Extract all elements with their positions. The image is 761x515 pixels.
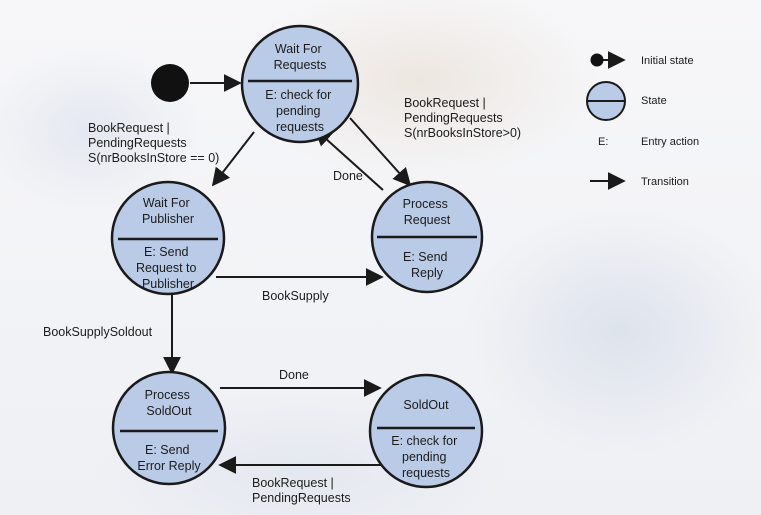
- legend-initial-label: Initial state: [641, 55, 694, 67]
- state-name: Wait For Publisher: [142, 196, 194, 226]
- legend-transition: Transition: [590, 172, 689, 190]
- legend-entry-action: E: Entry action: [598, 136, 699, 148]
- state-soldout: SoldOut E: check for pending requests: [368, 373, 484, 489]
- state-name: Wait For Requests: [274, 42, 327, 72]
- legend-transition-label: Transition: [641, 176, 689, 188]
- transition-label-done-request: Done: [333, 169, 363, 183]
- initial-state-dot: [151, 64, 189, 102]
- transition-label-booksupply: BookSupply: [262, 289, 329, 303]
- state-wait-for-requests: Wait For Requests E: check for pending r…: [240, 24, 360, 144]
- state-entry-action: E: check for pending requests: [265, 88, 334, 134]
- state-process-request: Process Request E: Send Reply: [370, 180, 484, 294]
- state-entry-action: E: Send Reply: [403, 250, 451, 280]
- legend: Initial state State E: Entry action Tran…: [586, 51, 699, 190]
- state-circle: [240, 24, 360, 144]
- transitions: [163, 74, 412, 474]
- state-name: Process SoldOut: [145, 388, 194, 418]
- state-name: Process Request: [403, 197, 452, 227]
- state-wait-for-publisher: Wait For Publisher E: Send Request to Pu…: [110, 180, 226, 296]
- transition-labels: BookRequest | PendingRequests S(nrBooksI…: [43, 96, 521, 505]
- state-entry-action: E: Send Request to Publisher: [136, 245, 200, 291]
- transition-arrow-bookrequest-books: [349, 117, 412, 187]
- initial-state-icon: [590, 53, 604, 67]
- state-name: SoldOut: [403, 398, 449, 412]
- legend-entry-key: E:: [598, 136, 608, 148]
- transition-arrow-bookrequest-nobooks: [211, 131, 255, 187]
- transition-label-bookrequest-books: BookRequest | PendingRequests S(nrBooksI…: [404, 96, 521, 140]
- state-entry-action: E: check for pending requests: [391, 434, 460, 480]
- legend-state-label: State: [641, 95, 667, 107]
- state-circle: [111, 370, 227, 486]
- transition-label-bookrequest-nobooks: BookRequest | PendingRequests S(nrBooksI…: [88, 121, 219, 165]
- legend-entry-label: Entry action: [641, 136, 699, 148]
- transition-label-done-soldout: Done: [279, 368, 309, 382]
- state-entry-action: E: Send Error Reply: [137, 443, 201, 473]
- state-circle: [368, 373, 484, 489]
- transition-label-booksupply-soldout: BookSupplySoldout: [43, 325, 153, 339]
- state-process-soldout: Process SoldOut E: Send Error Reply: [111, 370, 227, 486]
- transition-arrow-done-request: [313, 127, 384, 191]
- transition-label-bookrequest-soldout: BookRequest | PendingRequests: [252, 476, 351, 505]
- legend-state: State: [586, 81, 667, 121]
- legend-initial-state: Initial state: [590, 51, 694, 69]
